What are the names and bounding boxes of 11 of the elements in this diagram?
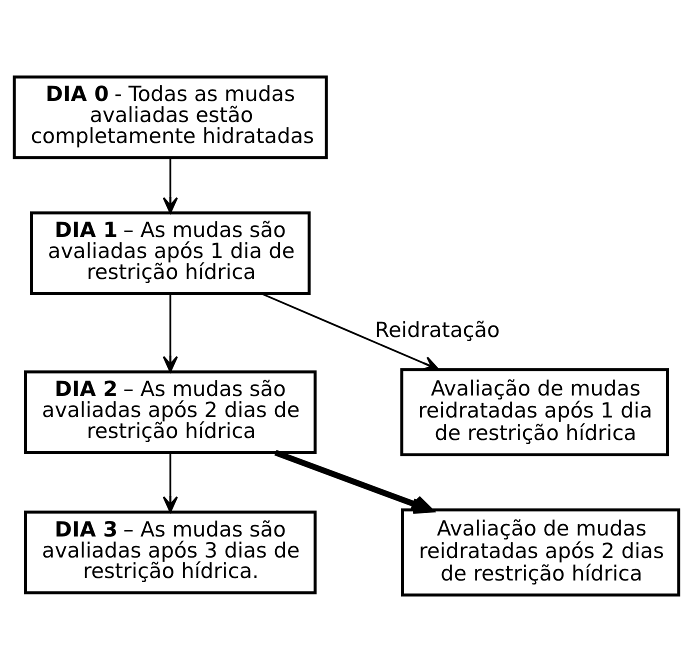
node-box: DIA 2 – As mudas são avaliadas após 2 dias de restrição hídrica (24, 370, 317, 454)
node-box: DIA 1 – As mudas são avaliadas após 1 dia de restrição hídrica (30, 210, 311, 294)
node-box: Avaliação de mudas reidratadas após 2 dias de restrição hídrica (401, 508, 680, 596)
node-box: Avaliação de mudas reidratadas após 1 dia de restrição hídrica (400, 368, 669, 456)
arrow (162, 157, 178, 214)
arrow (162, 293, 178, 372)
node-box: DIA 3 – As mudas são avaliadas após 3 dias de restrição hídrica. (24, 510, 317, 594)
node-box: DIA 0 - Todas as mudas avaliadas estão completamente hidratadas (12, 74, 328, 159)
edge-label: Reidratação (374, 318, 500, 342)
arrow (162, 452, 178, 512)
arrow (260, 292, 440, 370)
